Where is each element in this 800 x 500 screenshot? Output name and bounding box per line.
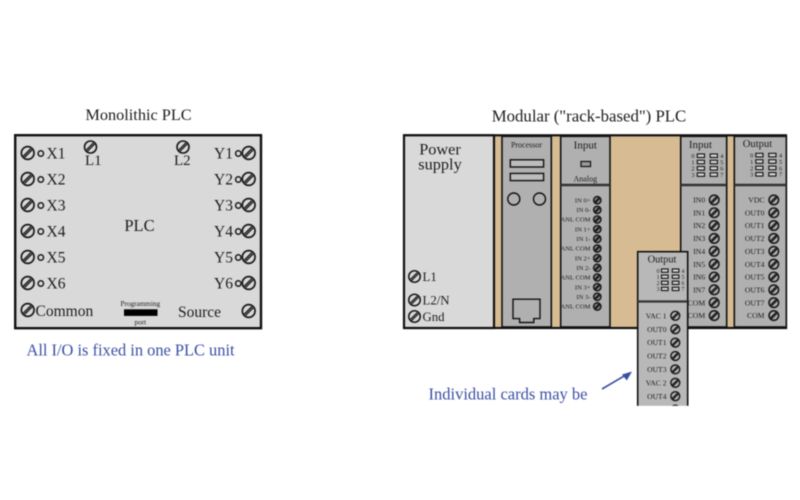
svg-text:Input: Input — [574, 140, 597, 152]
svg-text:VAC 1: VAC 1 — [646, 311, 667, 320]
svg-text:supply: supply — [418, 155, 462, 174]
svg-text:Y6: Y6 — [214, 276, 233, 293]
svg-text:OUT2: OUT2 — [745, 234, 765, 243]
svg-text:IN7: IN7 — [693, 285, 705, 294]
svg-text:VDC: VDC — [748, 196, 764, 205]
svg-text:IN6: IN6 — [693, 273, 705, 282]
svg-text:X3: X3 — [47, 198, 66, 215]
svg-text:OUT4: OUT4 — [745, 260, 765, 269]
svg-text:Common: Common — [36, 303, 94, 320]
svg-text:IN 0+: IN 0+ — [575, 197, 591, 204]
svg-text:IN0: IN0 — [693, 196, 705, 205]
svg-text:3: 3 — [657, 287, 660, 293]
svg-text:Analog: Analog — [574, 175, 598, 184]
svg-text:5: 5 — [720, 159, 723, 166]
svg-text:Output: Output — [743, 139, 772, 150]
svg-text:OUT7: OUT7 — [745, 298, 765, 307]
svg-text:Y4: Y4 — [214, 224, 233, 241]
svg-text:L1: L1 — [423, 270, 437, 284]
svg-text:IN1: IN1 — [693, 208, 705, 217]
svg-text:X5: X5 — [47, 250, 66, 267]
svg-text:IN 3-: IN 3- — [576, 294, 590, 301]
svg-text:X6: X6 — [47, 276, 66, 293]
svg-text:2: 2 — [691, 166, 694, 173]
svg-text:0: 0 — [657, 269, 660, 275]
svg-text:IN4: IN4 — [693, 247, 705, 256]
svg-text:Individual cards may be: Individual cards may be — [429, 385, 588, 404]
svg-text:IN3: IN3 — [693, 234, 705, 243]
svg-text:COM: COM — [688, 298, 706, 307]
svg-text:0: 0 — [691, 153, 694, 160]
svg-text:IN 3+: IN 3+ — [575, 284, 591, 291]
svg-text:IN5: IN5 — [693, 260, 705, 269]
svg-text:IN 1+: IN 1+ — [575, 226, 591, 233]
svg-text:7: 7 — [720, 172, 723, 179]
svg-text:3: 3 — [750, 172, 753, 179]
svg-text:Y5: Y5 — [214, 250, 233, 267]
svg-text:3: 3 — [691, 172, 694, 179]
svg-text:OUT3: OUT3 — [745, 247, 765, 256]
svg-text:Y1: Y1 — [214, 146, 233, 163]
svg-text:L1: L1 — [85, 153, 102, 169]
svg-text:ANL COM: ANL COM — [561, 217, 591, 224]
svg-text:4: 4 — [779, 152, 783, 159]
svg-text:IN 0-: IN 0- — [576, 207, 590, 214]
svg-text:port: port — [135, 319, 147, 327]
svg-text:All I/O is fixed in one PLC un: All I/O is fixed in one PLC unit — [27, 341, 236, 360]
svg-text:Modular ("rack-based") PLC: Modular ("rack-based") PLC — [492, 107, 687, 126]
svg-text:OUT3: OUT3 — [647, 365, 667, 374]
svg-text:6: 6 — [779, 165, 782, 172]
svg-text:Monolithic PLC: Monolithic PLC — [85, 105, 191, 124]
svg-text:PLC: PLC — [124, 216, 154, 235]
svg-text:7: 7 — [779, 172, 782, 179]
svg-text:ANL COM: ANL COM — [561, 246, 591, 253]
svg-text:L2/N: L2/N — [423, 294, 450, 308]
svg-text:5: 5 — [779, 159, 782, 166]
svg-text:1: 1 — [691, 159, 694, 166]
svg-text:6: 6 — [720, 166, 723, 173]
svg-text:ANL COM: ANL COM — [561, 275, 591, 282]
svg-text:Source: Source — [178, 304, 221, 321]
svg-text:1: 1 — [750, 159, 753, 166]
svg-text:Output: Output — [648, 255, 677, 266]
svg-text:2: 2 — [750, 165, 753, 172]
svg-text:ANL COM: ANL COM — [561, 304, 591, 311]
svg-text:7: 7 — [682, 287, 685, 293]
svg-text:Power: Power — [419, 140, 461, 159]
svg-text:IN2: IN2 — [693, 221, 705, 230]
svg-text:COM: COM — [688, 311, 706, 320]
svg-text:Processor: Processor — [511, 141, 542, 150]
svg-text:COM: COM — [747, 311, 765, 320]
svg-text:4: 4 — [682, 269, 685, 275]
svg-text:OUT4: OUT4 — [647, 392, 667, 401]
svg-text:L2: L2 — [174, 153, 191, 169]
svg-text:OUT0: OUT0 — [647, 325, 667, 334]
svg-text:Programming: Programming — [121, 300, 161, 308]
svg-text:OUT1: OUT1 — [647, 338, 667, 347]
svg-text:6: 6 — [682, 281, 685, 287]
svg-text:OUT1: OUT1 — [745, 221, 765, 230]
svg-text:OUT0: OUT0 — [745, 208, 765, 217]
svg-text:IN 1-: IN 1- — [576, 236, 590, 243]
svg-text:IN 2+: IN 2+ — [575, 255, 591, 262]
svg-text:X2: X2 — [47, 172, 66, 189]
svg-text:Input: Input — [689, 139, 712, 151]
svg-text:OUT2: OUT2 — [647, 352, 667, 361]
svg-text:OUT6: OUT6 — [745, 285, 765, 294]
svg-text:VAC 2: VAC 2 — [646, 378, 667, 387]
svg-text:5: 5 — [682, 275, 685, 281]
svg-text:IN 2-: IN 2- — [576, 265, 590, 272]
svg-text:X1: X1 — [47, 146, 66, 163]
svg-text:OUT5: OUT5 — [745, 273, 765, 282]
svg-text:Y2: Y2 — [214, 172, 233, 189]
svg-text:Y3: Y3 — [214, 198, 233, 215]
svg-text:0: 0 — [750, 152, 753, 159]
svg-text:Gnd: Gnd — [423, 310, 446, 324]
svg-text:2: 2 — [657, 281, 660, 287]
svg-text:4: 4 — [720, 153, 724, 160]
svg-text:X4: X4 — [47, 224, 66, 241]
svg-text:1: 1 — [657, 275, 660, 281]
